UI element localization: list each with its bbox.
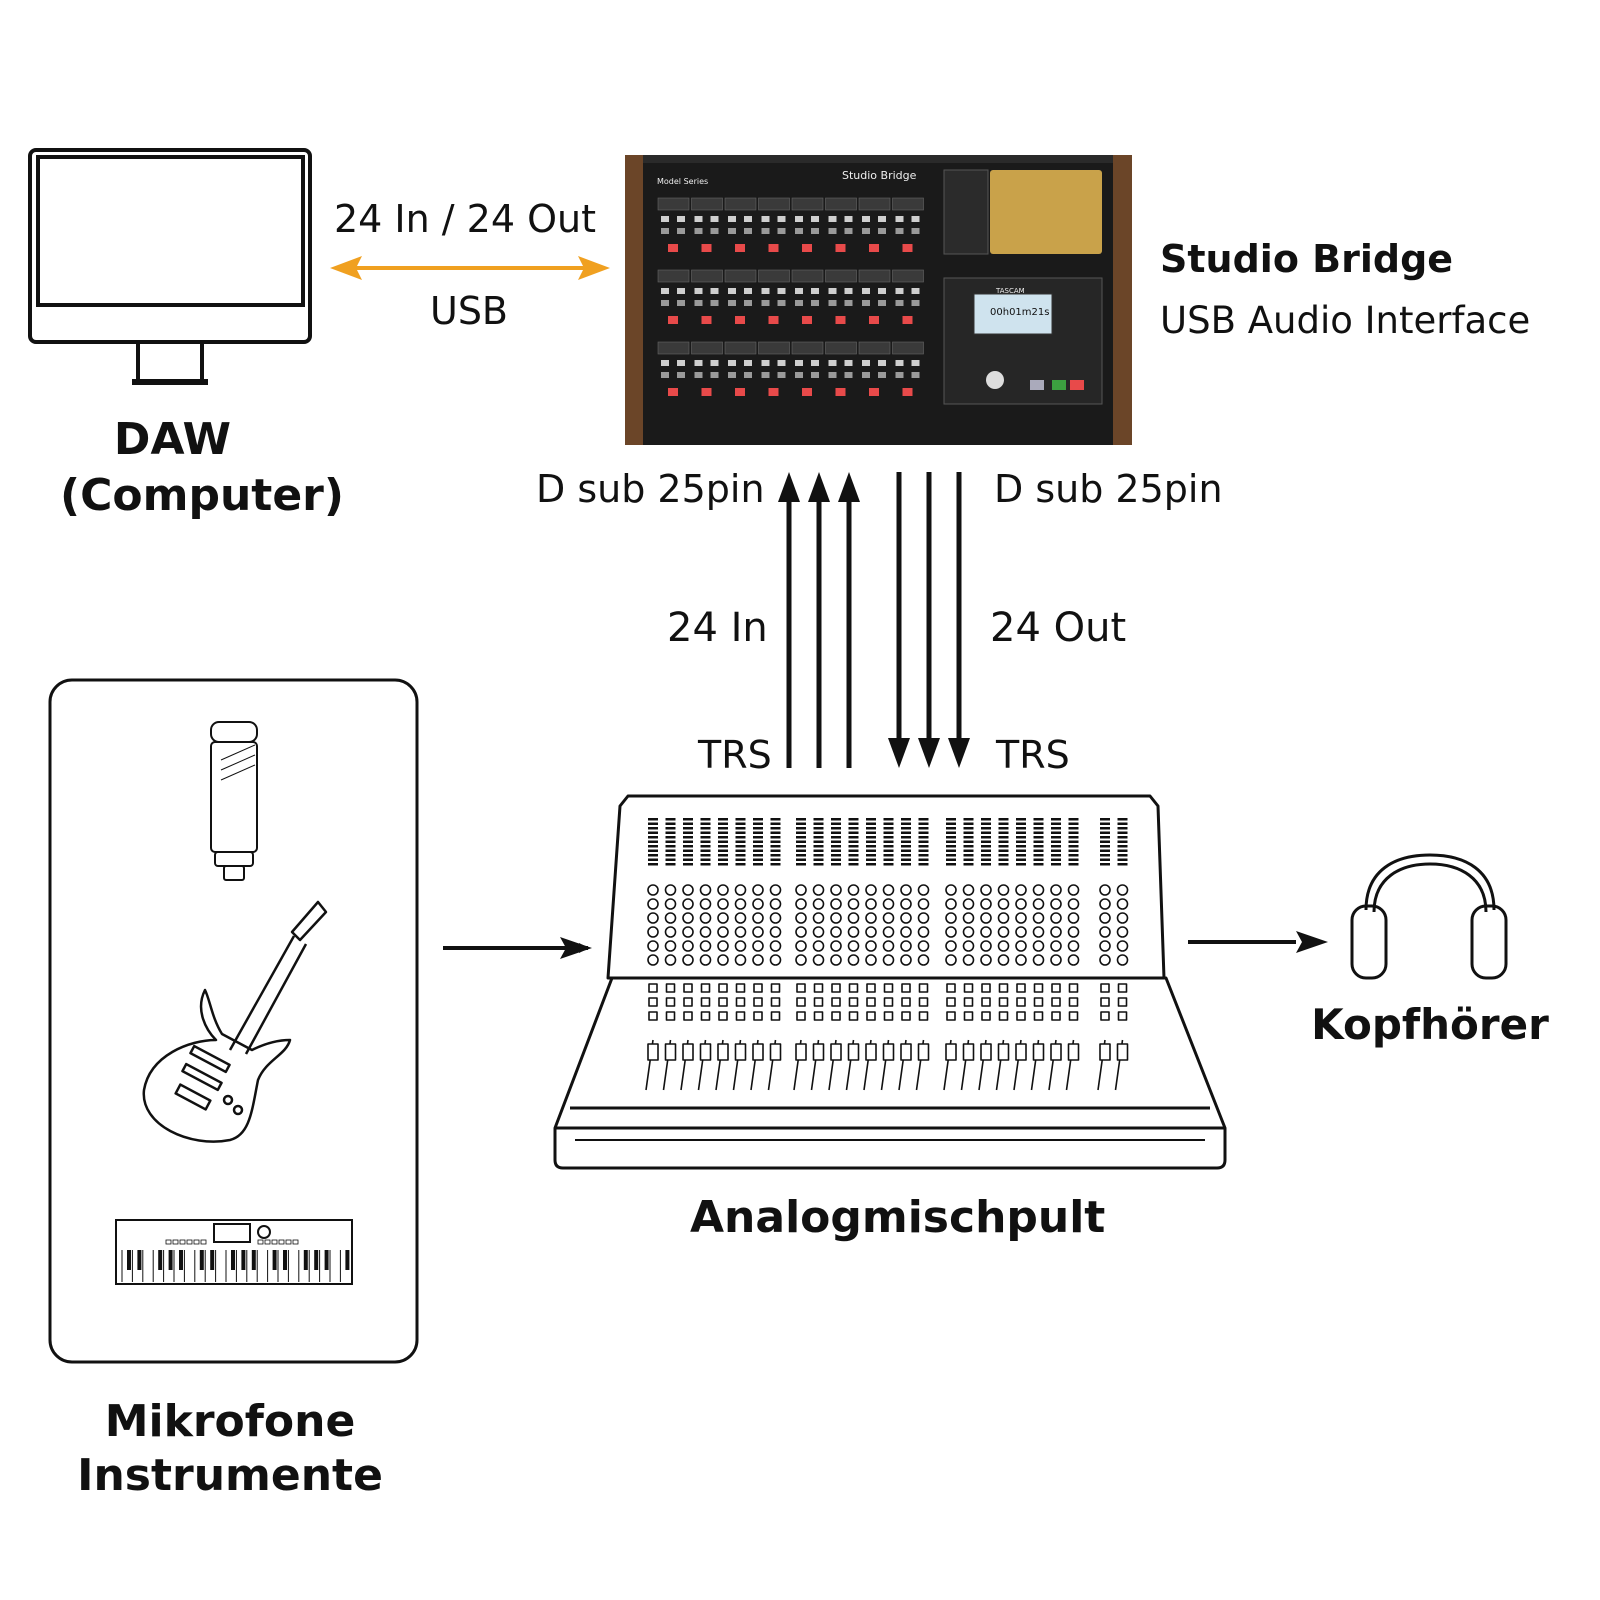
device-panel-title: Studio Bridge <box>842 169 917 182</box>
arrows-24-out <box>888 472 970 768</box>
usb-label: USB <box>430 289 509 333</box>
keyboard-icon <box>115 1219 353 1285</box>
analog-mixer-icon <box>553 794 1227 1170</box>
mixer-label: Analogmischpult <box>690 1192 1106 1243</box>
sources-label: Mikrofone Instrumente <box>70 1400 390 1498</box>
guitar-icon <box>142 900 328 1143</box>
studio-bridge-title: Studio Bridge <box>1160 237 1454 281</box>
usb-channel-label: 24 In / 24 Out <box>334 197 597 241</box>
trs-right-label: TRS <box>996 733 1070 777</box>
in-24-label: 24 In <box>667 605 768 651</box>
usb-arrow <box>330 256 610 280</box>
daw-label-line2: (Computer) <box>60 470 344 521</box>
studio-bridge-subtitle: USB Audio Interface <box>1160 299 1531 342</box>
daw-label-line1: DAW <box>113 414 232 465</box>
dsub-right-label: D sub 25pin <box>994 467 1223 511</box>
device-brand: TASCAM <box>996 287 1025 295</box>
device-model-series: Model Series <box>657 177 709 186</box>
arrows-24-in <box>778 472 860 768</box>
sources-label-line2: Instrumente <box>77 1450 383 1501</box>
headphones-icon <box>1350 853 1508 980</box>
microphone-icon <box>210 721 258 881</box>
sources-panel <box>48 678 419 1364</box>
dsub-left-label: D sub 25pin <box>536 467 765 511</box>
sources-label-line1: Mikrofone <box>104 1396 356 1447</box>
studio-bridge-device <box>625 155 1132 445</box>
headphones-label: Kopfhörer <box>1311 1000 1549 1049</box>
device-display-counter: 00h01m21s <box>990 307 1050 318</box>
computer-icon <box>28 148 312 385</box>
out-24-label: 24 Out <box>990 605 1127 651</box>
trs-left-label: TRS <box>698 733 772 777</box>
daw-label: DAW (Computer) <box>60 414 344 521</box>
